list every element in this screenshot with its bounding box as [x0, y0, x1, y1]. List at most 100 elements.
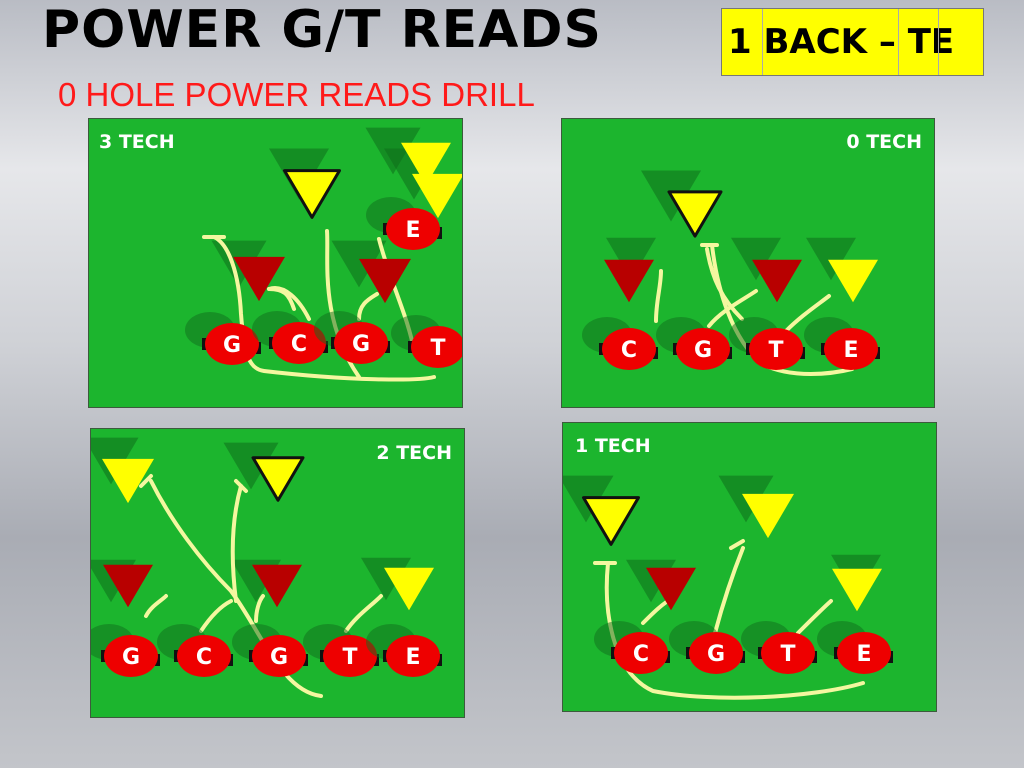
blocking-route: [267, 287, 296, 311]
defender-shadow: [331, 240, 387, 288]
lineman-hand: [101, 650, 106, 662]
lineman-letter: T: [768, 338, 783, 363]
blocking-route: [654, 269, 663, 323]
panel-label: 1 TECH: [575, 435, 651, 457]
down-lineman-defender: [359, 258, 411, 304]
down-lineman-defender: [233, 256, 285, 302]
read-defender: [401, 142, 451, 186]
blocking-route: [707, 289, 758, 328]
blocking-route: [705, 247, 744, 321]
lineman-t: [749, 328, 803, 370]
down-lineman-defender: [604, 259, 654, 303]
down-lineman-defender: [646, 567, 696, 611]
key-read-defender: [283, 169, 341, 219]
lineman-hand: [462, 345, 463, 357]
lineman-t: [411, 326, 462, 368]
lineman-hand: [383, 650, 388, 662]
blocking-route: [254, 594, 265, 623]
down-lineman-defender: [252, 564, 302, 608]
formation-badge: 1 BACK – TE: [721, 8, 984, 76]
lineman-hand: [331, 337, 336, 349]
blocking-route: [144, 594, 168, 618]
blocking-route: [344, 594, 383, 633]
read-defender: [828, 259, 878, 303]
lineman-c: [602, 328, 656, 370]
down-lineman-defender: [103, 564, 153, 608]
blocking-route: [199, 599, 233, 633]
lineman-hand: [174, 650, 179, 662]
lineman-hand: [611, 647, 616, 659]
defender-shadow: [365, 127, 421, 175]
lineman-hand: [320, 650, 325, 662]
lineman-hand: [408, 341, 413, 353]
lineman-hand: [686, 647, 691, 659]
blocking-route: [729, 539, 745, 550]
defender-shadow: [806, 237, 856, 281]
blocking-route: [139, 474, 153, 488]
blocking-route: [357, 292, 379, 321]
lineman-hand: [599, 343, 604, 355]
lineman-c: [272, 322, 326, 364]
lineman-hand: [746, 343, 751, 355]
read-defender: [384, 567, 434, 611]
blocking-route: [149, 479, 323, 698]
blocking-route: [784, 294, 831, 333]
key-read-defender: [251, 456, 305, 502]
defender-shadow: [731, 237, 781, 281]
lineman-e: [824, 328, 878, 370]
panel-label: 3 TECH: [99, 131, 175, 153]
lineman-letter: C: [633, 642, 649, 667]
badge-divider: [762, 9, 763, 75]
lineman-letter: C: [291, 332, 307, 357]
lineman-hand: [249, 650, 254, 662]
lineman-e: [386, 635, 440, 677]
lineman-letter: G: [270, 645, 288, 670]
lineman-letter: G: [694, 338, 712, 363]
blocking-route: [230, 484, 243, 603]
lineman-t: [323, 635, 377, 677]
down-lineman-defender: [752, 259, 802, 303]
lineman-g: [205, 323, 259, 365]
defender-shadow: [223, 442, 279, 490]
lineman-hand: [673, 343, 678, 355]
panel-label: 2 TECH: [376, 442, 452, 464]
key-read-defender: [667, 190, 723, 238]
page-subtitle: 0 HOLE POWER READS DRILL: [58, 76, 535, 113]
panel-label: 0 TECH: [846, 131, 922, 153]
lineman-t: [761, 632, 815, 674]
lineman-letter: C: [621, 338, 637, 363]
lineman-hand: [821, 343, 826, 355]
lineman-letter: G: [223, 333, 241, 358]
read-defender: [742, 493, 794, 539]
badge-divider: [938, 9, 939, 75]
blocking-route: [713, 546, 745, 635]
blocking-route: [604, 561, 865, 700]
blocking-route: [212, 235, 436, 382]
lineman-hand: [269, 337, 274, 349]
lineman-hand: [202, 338, 207, 350]
lineman-e: [837, 632, 891, 674]
formation-badge-label: 1 BACK – TE: [728, 22, 955, 62]
lineman-letter: T: [430, 336, 445, 361]
badge-divider: [898, 9, 899, 75]
page-title: POWER G/T READS: [42, 0, 603, 60]
lineman-letter: G: [352, 332, 370, 357]
diagram-panel-0-tech: C G T E 0 TECH: [561, 118, 935, 408]
lineman-c: [177, 635, 231, 677]
lineman-letter: G: [707, 642, 725, 667]
lineman-letter: C: [196, 645, 212, 670]
lineman-letter: G: [122, 645, 140, 670]
read-defender: [412, 173, 462, 219]
lineman-g: [104, 635, 158, 677]
lineman-letter: E: [843, 338, 858, 363]
lineman-hand: [834, 647, 839, 659]
lineman-letter: E: [405, 645, 420, 670]
lineman-letter: E: [856, 642, 871, 667]
read-defender: [832, 568, 882, 612]
